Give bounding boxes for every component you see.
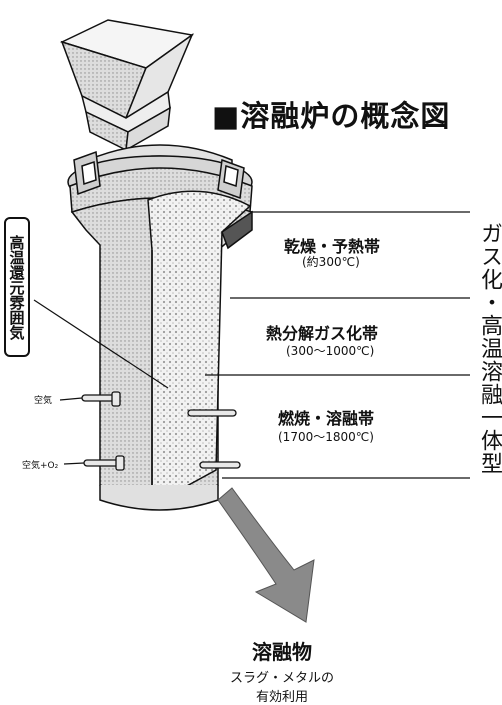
product-line1: スラグ・メタルの <box>229 671 334 686</box>
zone-leader-lines <box>33 211 470 479</box>
air-oxygen-inlet-label: 空気+O₂ <box>22 461 59 471</box>
air-tuyeres <box>81 391 241 471</box>
feed-hopper <box>59 19 194 152</box>
zone-drying-name: 乾燥・予熱帯 <box>284 237 381 256</box>
reducing-atmosphere-label: 高温還元雰囲気 <box>4 217 30 357</box>
zone-pyrolysis-temp: (300〜1000℃) <box>286 344 375 358</box>
furnace-shell <box>70 190 254 511</box>
air-inlet-label: 空気 <box>34 396 53 406</box>
zone-drying-temp: (約300℃) <box>302 255 360 269</box>
diagram-title: ■溶融炉の概念図 <box>212 99 451 133</box>
zone-combustion-name: 燃焼・溶融帯 <box>278 409 375 428</box>
product-line2: 有効利用 <box>255 690 308 705</box>
zone-pyrolysis-name: 熱分解ガス化帯 <box>266 324 379 343</box>
output-arrow <box>217 487 315 623</box>
integrated-type-label: ガス化・高温溶融一体型 <box>477 222 502 475</box>
molten-product: 溶融物 スラグ・メタルの 有効利用 <box>202 636 362 705</box>
zone-combustion-temp: (1700〜1800℃) <box>278 430 374 444</box>
product-title: 溶融物 <box>252 640 312 664</box>
